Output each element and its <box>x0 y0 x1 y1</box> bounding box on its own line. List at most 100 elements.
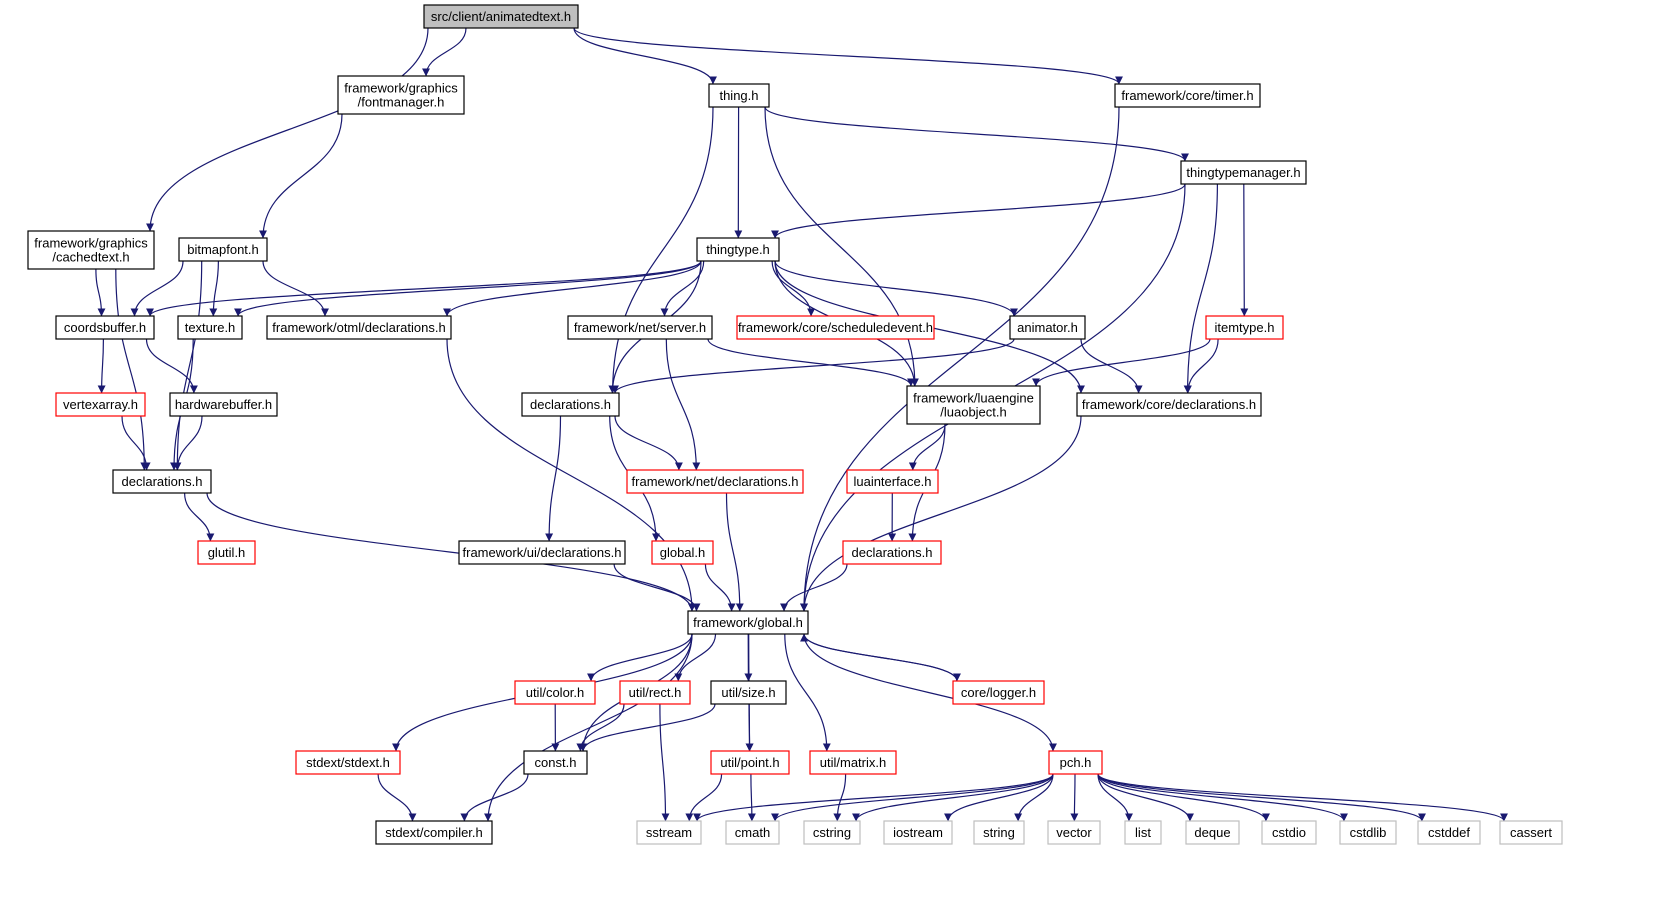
edge-itemtype-to-core-decl <box>1183 338 1219 394</box>
node-thingtypemanager[interactable]: thingtypemanager.h <box>1180 160 1307 185</box>
node-scheduledevent[interactable]: framework/core/scheduledevent.h <box>736 315 935 340</box>
node-decl-lua[interactable]: declarations.h <box>842 540 942 565</box>
node-timer[interactable]: framework/core/timer.h <box>1114 83 1261 108</box>
node-itemtype[interactable]: itemtype.h <box>1205 315 1284 340</box>
node-const-h[interactable]: const.h <box>523 750 588 775</box>
node-otml-decl[interactable]: framework/otml/declarations.h <box>266 315 452 340</box>
edge-cachedtext-to-decl-graphics <box>115 268 149 471</box>
node-label: itemtype.h <box>1215 320 1275 335</box>
node-hardwarebuffer[interactable]: hardwarebuffer.h <box>169 392 278 417</box>
node-color[interactable]: util/color.h <box>514 680 596 705</box>
node-pch[interactable]: pch.h <box>1048 750 1103 775</box>
node-coordsbuffer[interactable]: coordsbuffer.h <box>55 315 155 340</box>
node-cstdlib: cstdlib <box>1339 820 1397 845</box>
node-box <box>55 392 146 417</box>
node-bitmapfont[interactable]: bitmapfont.h <box>178 237 268 262</box>
node-box <box>1499 820 1563 845</box>
node-label: vertexarray.h <box>63 397 138 412</box>
node-box <box>1076 392 1262 417</box>
node-core-decl[interactable]: framework/core/declarations.h <box>1076 392 1262 417</box>
node-matrix[interactable]: util/matrix.h <box>809 750 897 775</box>
node-net-decl[interactable]: framework/net/declarations.h <box>626 469 804 494</box>
edge-thingtype-to-texture <box>234 260 702 317</box>
node-cachedtext[interactable]: framework/graphics/cachedtext.h <box>27 230 155 270</box>
node-vertexarray[interactable]: vertexarray.h <box>55 392 146 417</box>
node-size[interactable]: util/size.h <box>710 680 787 705</box>
node-stdext[interactable]: stdext/stdext.h <box>295 750 401 775</box>
node-cstddef: cstddef <box>1417 820 1481 845</box>
edge-timer-to-fw-global <box>800 106 1120 612</box>
node-box <box>169 392 278 417</box>
edge-fw-global-to-compiler <box>484 633 693 822</box>
edge-decl-client-to-ui-decl <box>545 415 562 542</box>
node-glutil[interactable]: glutil.h <box>197 540 256 565</box>
edge-thingtypemanager-to-core-decl <box>1183 183 1218 394</box>
nodes-layer: src/client/animatedtext.h framework/graph… <box>27 4 1563 845</box>
edge-net-decl-to-fw-global <box>725 492 744 612</box>
node-label: framework/luaengine <box>913 391 1034 406</box>
node-box <box>27 230 155 270</box>
edge-fw-global-to-pch <box>803 633 1057 752</box>
node-cassert: cassert <box>1499 820 1563 845</box>
edge-vertexarray-to-decl-graphics <box>121 415 151 471</box>
node-net-server[interactable]: framework/net/server.h <box>567 315 713 340</box>
node-point[interactable]: util/point.h <box>710 750 790 775</box>
node-label: cstring <box>813 825 851 840</box>
node-label: util/color.h <box>526 685 585 700</box>
edge-animator-to-decl-client <box>611 338 1015 394</box>
node-texture[interactable]: texture.h <box>177 315 243 340</box>
node-thing[interactable]: thing.h <box>708 83 770 108</box>
edge-pch-to-sstream <box>693 773 1054 822</box>
edge-decl-client-to-net-decl <box>614 415 683 471</box>
node-label: thing.h <box>719 88 758 103</box>
edge-pch-to-string <box>1014 773 1054 822</box>
node-label: stdext/stdext.h <box>306 755 390 770</box>
node-label: framework/ui/declarations.h <box>463 545 622 560</box>
node-global-h[interactable]: global.h <box>651 540 714 565</box>
edge-pch-to-iostream <box>944 773 1054 822</box>
node-decl-graphics[interactable]: declarations.h <box>112 469 212 494</box>
edge-bitmapfont-to-decl-graphics <box>173 260 203 471</box>
node-box <box>1114 83 1261 108</box>
node-label: vector <box>1056 825 1092 840</box>
node-decl-client[interactable]: declarations.h <box>521 392 620 417</box>
node-box <box>523 750 588 775</box>
node-label: cstdio <box>1272 825 1306 840</box>
node-animator[interactable]: animator.h <box>1009 315 1086 340</box>
node-luaobject[interactable]: framework/luaengine/luaobject.h <box>906 385 1041 425</box>
node-label: /luaobject.h <box>940 405 1007 420</box>
node-label: const.h <box>535 755 577 770</box>
edge-pch-to-list <box>1097 773 1133 822</box>
node-ui-decl[interactable]: framework/ui/declarations.h <box>458 540 626 565</box>
edge-pch-to-cstdlib <box>1097 773 1348 822</box>
node-box <box>1339 820 1397 845</box>
node-luainterface[interactable]: luainterface.h <box>846 469 939 494</box>
node-label: framework/core/declarations.h <box>1082 397 1256 412</box>
node-box <box>1417 820 1481 845</box>
node-label: framework/core/scheduledevent.h <box>738 320 933 335</box>
node-box <box>710 680 787 705</box>
node-rect[interactable]: util/rect.h <box>619 680 691 705</box>
edge-pch-to-vector <box>1070 773 1079 822</box>
edges-layer <box>95 27 1508 822</box>
edge-matrix-to-cstring <box>833 773 847 822</box>
node-string: string <box>973 820 1025 845</box>
edge-pch-to-cmath <box>771 773 1054 822</box>
node-box <box>1009 315 1086 340</box>
node-label: framework/global.h <box>693 615 803 630</box>
node-cstdio: cstdio <box>1261 820 1317 845</box>
node-label: util/point.h <box>720 755 779 770</box>
node-thingtype[interactable]: thingtype.h <box>696 237 780 262</box>
node-label: stdext/compiler.h <box>385 825 483 840</box>
node-animatedtext[interactable]: src/client/animatedtext.h <box>423 4 579 29</box>
node-box <box>375 820 493 845</box>
node-label: cassert <box>1510 825 1552 840</box>
node-fw-global[interactable]: framework/global.h <box>687 610 809 635</box>
node-box <box>295 750 401 775</box>
node-logger[interactable]: core/logger.h <box>952 680 1045 705</box>
edge-animator-to-core-decl <box>1080 338 1143 394</box>
node-fontmanager[interactable]: framework/graphics/fontmanager.h <box>337 75 465 115</box>
edge-stdext-to-compiler <box>377 773 417 822</box>
node-label: framework/core/timer.h <box>1121 88 1253 103</box>
node-compiler[interactable]: stdext/compiler.h <box>375 820 493 845</box>
